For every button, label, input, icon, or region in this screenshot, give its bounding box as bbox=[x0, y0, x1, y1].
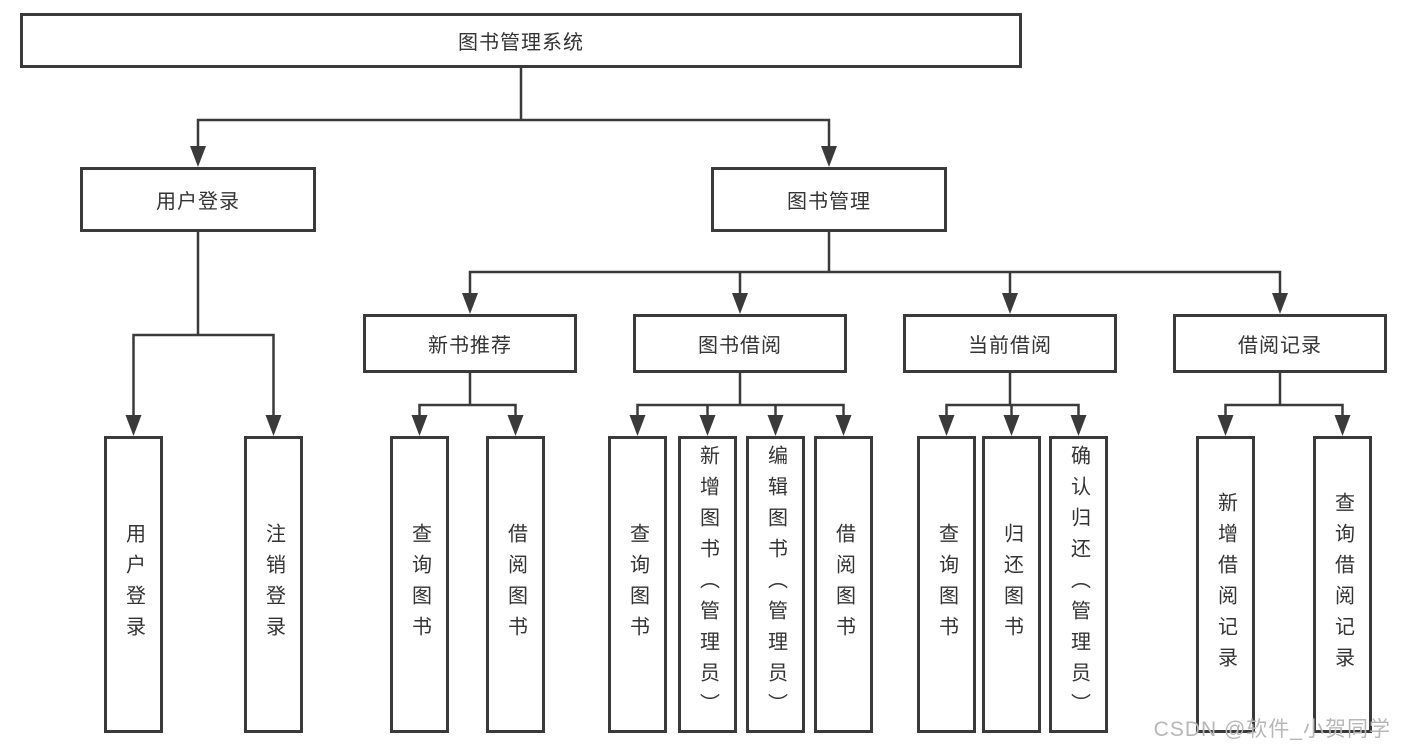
leaf-user-login: 用户登录 bbox=[104, 436, 163, 733]
leaf-return-books: 归还图书 bbox=[982, 436, 1041, 733]
arrowhead bbox=[1217, 415, 1234, 436]
node-current-borrowing: 当前借阅 bbox=[903, 314, 1117, 373]
arrowhead bbox=[462, 293, 478, 314]
leaf-add-borrow-record: 新增借阅记录 bbox=[1196, 436, 1255, 733]
connector-currentborrow-bus bbox=[945, 403, 1080, 418]
arrowhead bbox=[835, 415, 852, 436]
arrowhead bbox=[699, 415, 716, 436]
arrowhead bbox=[629, 415, 646, 436]
connector-level2-bus bbox=[196, 118, 831, 150]
node-library-management-system: 图书管理系统 bbox=[20, 13, 1022, 68]
leaf-borrow-books: 借阅图书 bbox=[814, 436, 873, 733]
leaf-current-query-books: 查询图书 bbox=[917, 436, 976, 733]
arrowhead bbox=[1334, 415, 1351, 436]
arrowhead bbox=[1272, 293, 1288, 314]
arrowhead bbox=[411, 415, 428, 436]
arrowhead bbox=[821, 146, 837, 167]
arrowhead bbox=[507, 415, 524, 436]
connector-bookborrow-bus bbox=[636, 403, 845, 418]
node-new-book-recommend: 新书推荐 bbox=[363, 314, 577, 373]
leaf-confirm-return-admin: 确认归还（管理员） bbox=[1049, 436, 1108, 733]
arrowhead bbox=[1070, 415, 1087, 436]
node-book-borrowing: 图书借阅 bbox=[633, 314, 847, 373]
leaf-logout: 注销登录 bbox=[244, 436, 303, 733]
arrowhead bbox=[938, 415, 955, 436]
arrowhead bbox=[1003, 415, 1020, 436]
node-borrowing-records: 借阅记录 bbox=[1173, 314, 1387, 373]
leaf-newbook-query-books: 查询图书 bbox=[390, 436, 449, 733]
arrowhead bbox=[190, 146, 206, 167]
leaf-query-borrow-record: 查询借阅记录 bbox=[1313, 436, 1372, 733]
node-book-management: 图书管理 bbox=[711, 167, 947, 232]
arrowhead bbox=[125, 415, 142, 436]
leaf-newbook-borrow-books: 借阅图书 bbox=[486, 436, 545, 733]
node-user-login: 用户登录 bbox=[80, 167, 316, 232]
connector-level3-bus bbox=[468, 270, 1282, 296]
csdn-watermark: CSDN @软件_小贺同学 bbox=[1153, 718, 1391, 741]
connector-records-bus bbox=[1224, 403, 1344, 418]
leaf-borrow-query-books: 查询图书 bbox=[608, 436, 667, 733]
arrowhead bbox=[265, 415, 282, 436]
arrowhead bbox=[1002, 293, 1018, 314]
connector-newbook-bus bbox=[418, 403, 517, 418]
leaf-add-books-admin: 新增图书（管理员） bbox=[678, 436, 737, 733]
arrowhead bbox=[732, 293, 748, 314]
arrowhead bbox=[767, 415, 784, 436]
leaf-edit-books-admin: 编辑图书（管理员） bbox=[746, 436, 805, 733]
connector-userlogin-bus bbox=[132, 333, 275, 418]
